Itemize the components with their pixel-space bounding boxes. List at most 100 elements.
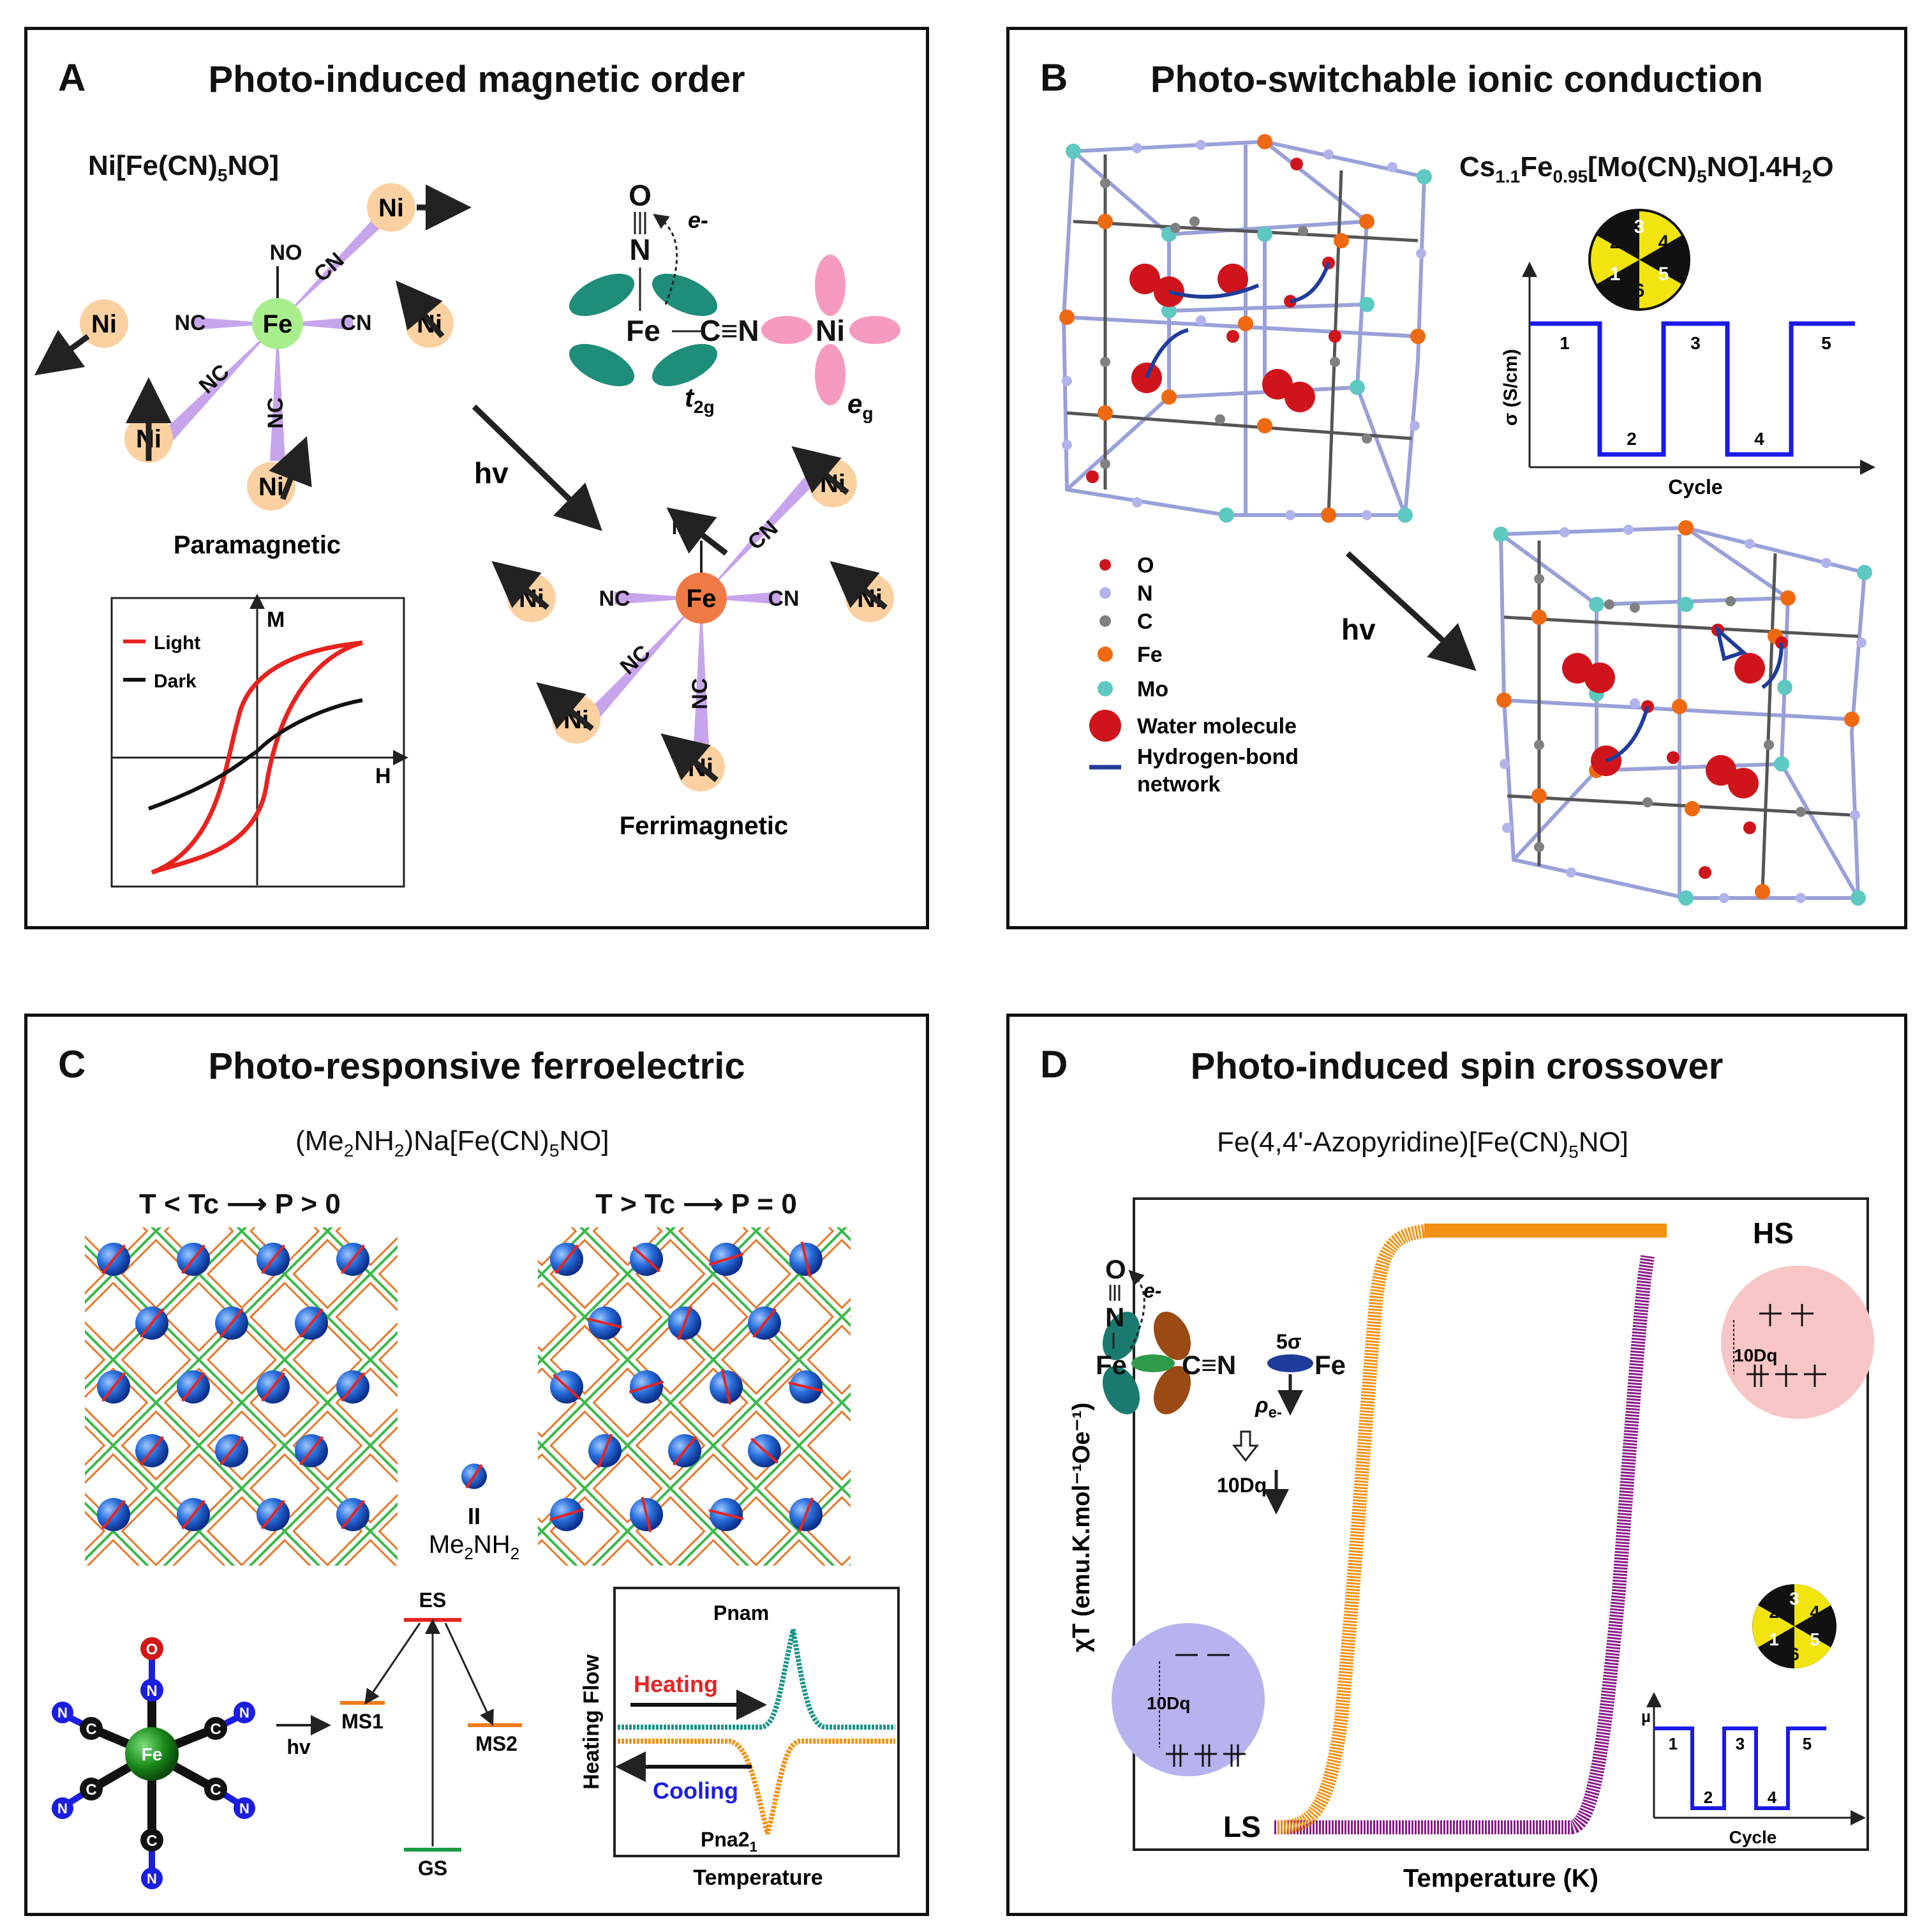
atom-c: C	[86, 1781, 96, 1799]
hs-orbital-circle: 10Dq	[1721, 1266, 1874, 1419]
dipole-line	[553, 1374, 581, 1400]
dipole-line	[708, 1509, 744, 1520]
dipole-line	[752, 1308, 777, 1338]
dipole-line	[720, 1369, 732, 1405]
level-ms1: MS1	[341, 1710, 384, 1733]
tendq-label: 10Dq	[1147, 1693, 1190, 1713]
ligand-cn: CN	[768, 587, 799, 611]
ligand-nc: NC	[174, 311, 205, 335]
step-label: 1	[1669, 1734, 1678, 1753]
dipole-line	[101, 1499, 126, 1530]
dipole-line	[220, 1435, 244, 1466]
energy-levels: hv ES MS1 MS2 GS	[276, 1589, 522, 1880]
orbital-o: O	[629, 179, 652, 212]
axis-label-sigma: σ (S/cm)	[1500, 349, 1521, 426]
wheel-num: 6	[1789, 1644, 1799, 1664]
step-label: 4	[1768, 1788, 1777, 1807]
cycle-wheel-b: 3 4 5 6 1 2	[1588, 209, 1690, 311]
panel-title: Photo-induced magnetic order	[208, 59, 745, 100]
atom-fe: Fe	[687, 585, 717, 613]
state-ferrimagnetic: Ferrimagnetic	[620, 812, 789, 840]
axis-label-temp: Temperature	[693, 1866, 823, 1890]
five-sigma: 5σ	[1276, 1330, 1302, 1353]
orbital-fe: Fe	[626, 314, 660, 347]
legend-c: C	[1137, 610, 1153, 634]
dipole-line	[341, 1372, 365, 1402]
step-label: 3	[1690, 333, 1701, 353]
step-label: 1	[1560, 333, 1570, 353]
electron-label: e-	[688, 207, 708, 233]
conductivity-plot: σ (S/cm) Cycle 1 2 3 4 5	[1500, 262, 1875, 498]
atom-ni: Ni	[258, 473, 284, 501]
atom-n: N	[57, 1801, 68, 1816]
compound-formula: Fe(4,4'-Azopyridine)[Fe(CN)5NO]	[1217, 1127, 1629, 1162]
compound-formula: Ni[Fe(CN)5NO]	[88, 150, 279, 185]
dipole-line	[641, 1497, 652, 1532]
dipole-line	[800, 1241, 812, 1277]
compound-formula: Cs1.1Fe0.95[Mo(CN)5NO].4H2O	[1459, 151, 1834, 186]
ligand-nc: NC	[195, 359, 234, 398]
dipole-line	[341, 1244, 365, 1275]
atom-cn: C≡N	[1182, 1350, 1236, 1380]
ferroelectric-diagram: II Me2NH2 Fe N O	[52, 1227, 900, 1890]
wheel-num: 6	[1634, 280, 1645, 301]
ligand-no: NO	[270, 241, 302, 265]
eg-label: eg	[847, 389, 873, 423]
hv-label: hv	[474, 456, 509, 490]
atom-n: N	[57, 1705, 68, 1721]
wheel-num: 3	[1634, 216, 1645, 237]
condition-low-temp: T < Tc ⟶ P > 0	[139, 1188, 341, 1220]
level-ms2: MS2	[475, 1732, 518, 1755]
dipole-line	[181, 1244, 205, 1275]
dipole-line	[299, 1308, 324, 1338]
atom-fe: Fe	[1096, 1350, 1127, 1380]
dipole-line	[750, 1437, 778, 1464]
dipole-line	[549, 1508, 585, 1522]
atom-c: C	[210, 1781, 221, 1799]
dipole-line	[676, 1306, 693, 1340]
ligand-nc: NC	[264, 397, 288, 428]
dipole-line	[101, 1244, 126, 1275]
wheel-num: 3	[1789, 1589, 1799, 1608]
label-hs: HS	[1753, 1217, 1794, 1250]
panel-title: Photo-switchable ionic conduction	[1150, 59, 1764, 100]
spin-crossover-diagram: χT (emu.K.mol⁻¹Oe⁻¹) Temperature (K) HS …	[1068, 1197, 1874, 1892]
level-es: ES	[419, 1589, 447, 1612]
atom-n: N	[147, 1871, 157, 1887]
label-ls: LS	[1223, 1810, 1261, 1843]
legend-mo: Mo	[1137, 677, 1168, 701]
dsc-plot: Heating Cooling Pnam Pna21 Heating Flow …	[579, 1587, 900, 1890]
compound-formula: (Me2NH2)Na[Fe(CN)5NO]	[295, 1125, 609, 1160]
atom-fe: Fe	[263, 310, 293, 338]
panel-d: D Photo-induced spin crossover Fe(4,4'-A…	[1006, 1014, 1907, 1916]
legend-water: Water molecule	[1137, 714, 1297, 738]
dipole-line	[181, 1372, 205, 1402]
step-label: 5	[1803, 1734, 1812, 1753]
panel-letter: C	[58, 1043, 86, 1086]
atom-n: N	[1105, 1302, 1124, 1332]
step-label: 5	[1821, 333, 1831, 353]
ls-orbital-circle: 10Dq	[1112, 1623, 1265, 1776]
legend-n: N	[1137, 581, 1153, 606]
cation-formula: Me2NH2	[429, 1531, 519, 1563]
dipole-line	[101, 1372, 126, 1402]
atom-ni: Ni	[378, 194, 404, 222]
dipole-line	[708, 1252, 744, 1266]
panel-title: Photo-induced spin crossover	[1190, 1045, 1724, 1087]
cycle-wheel-d: 3 4 5 6 1 2	[1752, 1584, 1836, 1668]
atom-fe: Fe	[142, 1744, 163, 1764]
legend-light: Light	[154, 633, 200, 654]
orbital-scheme-a: O N Fe C≡N Ni e- t2g eg	[569, 179, 900, 423]
axis-label-cycle: Cycle	[1729, 1827, 1777, 1847]
legend-dark: Dark	[154, 671, 197, 692]
dipole-line	[261, 1499, 285, 1530]
legend-fe: Fe	[1137, 643, 1163, 667]
atom-c: C	[210, 1721, 221, 1738]
nitroprusside-molecule: Fe N O C C C C C N N N N N	[52, 1637, 255, 1889]
dipole-line	[299, 1435, 324, 1466]
atom-fe2: Fe	[1315, 1350, 1346, 1380]
wheel-num: 2	[1610, 232, 1621, 253]
orbital-ni: Ni	[816, 314, 845, 347]
ligand-nc: NC	[599, 587, 630, 611]
atom-o: O	[1105, 1254, 1126, 1284]
